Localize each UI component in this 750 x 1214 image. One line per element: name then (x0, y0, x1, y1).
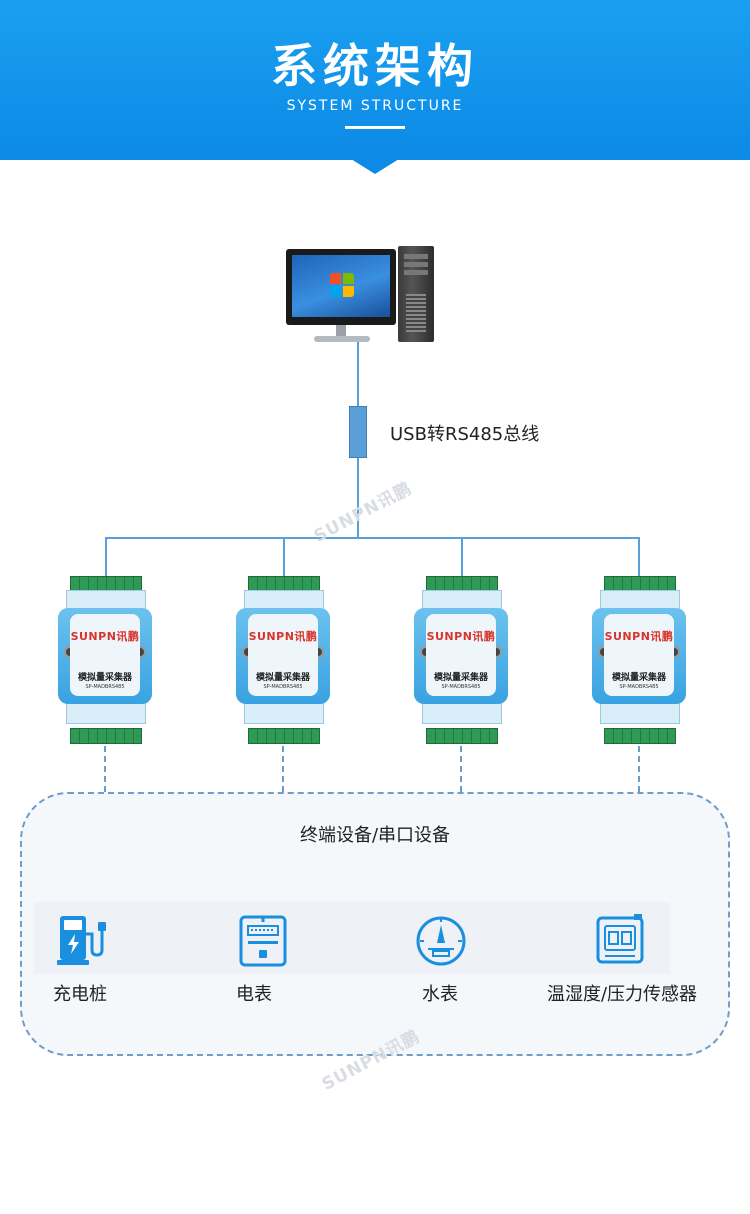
windows-logo-icon (330, 273, 354, 297)
monitor-stand (336, 325, 346, 337)
label-strip (66, 702, 146, 724)
drive-bay (404, 254, 428, 259)
module-name: 模拟量采集器 (77, 673, 132, 683)
module-model: SP-MADBRS485 (263, 684, 303, 690)
drive-bay (404, 270, 428, 275)
watermark: SUNPN讯鹏 (310, 478, 416, 547)
pc-tower (398, 246, 434, 342)
module-face: SUNPN讯鹏 模拟量采集器 SP-MADBRS485 (70, 614, 140, 696)
module-name: 模拟量采集器 (611, 673, 666, 683)
device-title: 终端设备/串口设备 (299, 825, 451, 846)
bus-line (105, 537, 640, 539)
module-name: 模拟量采集器 (255, 673, 310, 683)
module-body: SUNPN讯鹏 模拟量采集器 SP-MADBRS485 (592, 608, 686, 704)
device-strip (34, 902, 670, 974)
module-body: SUNPN讯鹏 模拟量采集器 SP-MADBRS485 (58, 608, 152, 704)
tower-grill (406, 294, 426, 332)
bus-drop (105, 537, 107, 577)
device-link (460, 746, 462, 792)
device-label-charging-pile: 充电桩 (53, 984, 107, 1005)
device-label-electric-meter: 电表 (236, 984, 272, 1005)
module-name: 模拟量采集器 (433, 673, 488, 683)
charging-pile-icon (57, 916, 106, 965)
page-title: 系统架构 (271, 39, 479, 93)
module-model: SP-MADBRS485 (85, 684, 125, 690)
device-link (638, 746, 640, 792)
module-body: SUNPN讯鹏 模拟量采集器 SP-MADBRS485 (236, 608, 330, 704)
water-meter-icon (416, 916, 466, 966)
terminal-block (426, 728, 498, 744)
bus-drop (283, 537, 285, 577)
module-model: SP-MADBRS485 (441, 684, 481, 690)
module-logo: SUNPN讯鹏 (248, 630, 318, 643)
bus-trunk (357, 458, 359, 538)
collector-module: SUNPN讯鹏 模拟量采集器 SP-MADBRS485 (414, 574, 508, 744)
module-logo: SUNPN讯鹏 (426, 630, 496, 643)
module-body: SUNPN讯鹏 模拟量采集器 SP-MADBRS485 (414, 608, 508, 704)
module-model: SP-MADBRS485 (619, 684, 659, 690)
bus-drop (638, 537, 640, 577)
label-strip (422, 702, 502, 724)
bus-label: USB转RS485总线 (390, 424, 540, 445)
electric-meter-icon (239, 915, 287, 967)
pc-cable (357, 342, 359, 406)
module-face: SUNPN讯鹏 模拟量采集器 SP-MADBRS485 (248, 614, 318, 696)
module-face: SUNPN讯鹏 模拟量采集器 SP-MADBRS485 (426, 614, 496, 696)
terminal-block (604, 728, 676, 744)
drive-bay (404, 262, 428, 267)
label-strip (600, 702, 680, 724)
monitor (286, 249, 396, 325)
module-logo: SUNPN讯鹏 (70, 630, 140, 643)
collector-module: SUNPN讯鹏 模拟量采集器 SP-MADBRS485 (236, 574, 330, 744)
header-notch (351, 159, 399, 174)
module-face: SUNPN讯鹏 模拟量采集器 SP-MADBRS485 (604, 614, 674, 696)
header-banner: 系统架构 SYSTEM STRUCTURE (0, 0, 750, 160)
bus-drop (461, 537, 463, 577)
page-subtitle: SYSTEM STRUCTURE (286, 98, 464, 114)
sensor-icon (596, 914, 644, 964)
monitor-screen (292, 255, 390, 317)
device-label-water-meter: 水表 (422, 984, 458, 1005)
module-logo: SUNPN讯鹏 (604, 630, 674, 643)
terminal-block (70, 728, 142, 744)
terminal-block (248, 728, 320, 744)
label-strip (244, 702, 324, 724)
title-underline (345, 126, 405, 129)
collector-module: SUNPN讯鹏 模拟量采集器 SP-MADBRS485 (58, 574, 152, 744)
device-link (282, 746, 284, 792)
collector-module: SUNPN讯鹏 模拟量采集器 SP-MADBRS485 (592, 574, 686, 744)
monitor-base (314, 336, 370, 342)
device-label-sensor: 温湿度/压力传感器 (546, 984, 698, 1005)
computer-icon (282, 246, 434, 346)
device-link (104, 746, 106, 792)
usb-rs485-converter (349, 406, 367, 458)
